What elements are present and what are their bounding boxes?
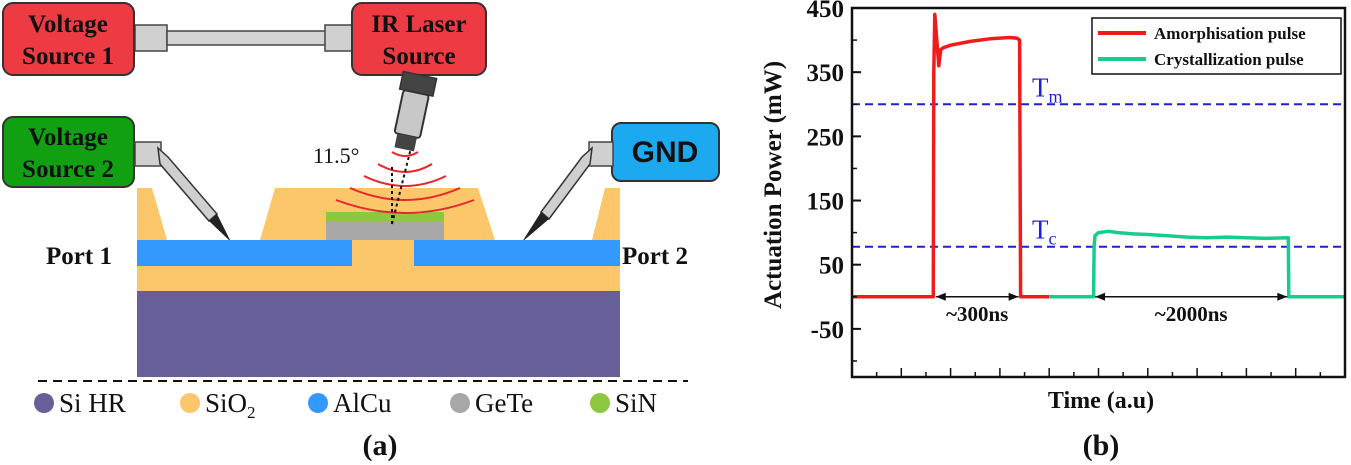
port1-label: Port 1 [46,243,112,270]
si-substrate [137,290,620,377]
sio2-gap [352,240,414,266]
port2-label: Port 2 [622,243,688,270]
legend-swatch-sio2 [180,393,200,413]
angled-dashed [391,147,412,225]
y-axis-label: Actuation Power (mW) [760,61,787,309]
amorph-duration-arrowhead-right [1008,292,1019,301]
voltage-source-1-box: Voltage Source 1 [2,2,135,76]
y-tick-label: 150 [807,189,845,216]
series-line-amorphisation [852,12,1050,299]
cryst-duration-label: ~2000ns [1155,302,1228,326]
ir-laser-line1: IR Laser [371,11,466,38]
legend-label-alcu: AlCu [333,388,392,418]
x-axis-label: Time (a.u) [1048,388,1154,414]
laser-wave-arcs [335,151,475,214]
amorph-duration-arrowhead-left [935,292,946,301]
alcu-port1 [137,240,352,266]
legend-box [1091,17,1342,75]
legend-label-sin: SiN [615,388,657,418]
legend-swatch-si-hr [34,393,54,413]
cable-voltage1-laser [134,24,354,52]
cryst-duration-arrowhead-left [1095,292,1106,301]
probe-right [522,141,614,242]
angle-label: 11.5° [313,143,359,168]
ir-laser-source-box: IR Laser Source [351,2,487,76]
alcu-port2 [414,240,620,266]
ir-laser-line2: Source [382,43,455,70]
material-legend: Si HR SiO2 AlCu GeTe SiN [34,388,657,422]
y-tick-label: 450 [807,0,845,23]
panel-a: Voltage Source 1 IR Laser Source Voltage… [2,2,720,462]
y-tick-label: -50 [811,317,844,344]
device-stack [137,188,620,377]
panel-b: Actuation Power (mW) Time (a.u) -50 50 150… [760,0,1347,462]
voltage-source-1-line1: Voltage [28,11,108,38]
amorph-duration-label: ~300ns [946,302,1008,326]
legend-entry-0: Amorphisation pulse [1154,24,1306,43]
sio2-right-bump [592,188,620,240]
sin-cap [326,212,444,221]
sio2-left-bump [137,188,167,240]
probe-left [134,141,231,242]
gnd-label: GND [632,136,699,169]
gnd-box: GND [611,122,720,182]
legend-entry-1: Crystallization pulse [1154,50,1304,69]
y-tick-label: 50 [819,253,844,280]
legend-label-si-hr: Si HR [59,388,126,418]
legend-swatch-gete [450,393,470,413]
tm-label: Tm [1032,72,1063,106]
voltage-source-2-line2: Source 2 [22,156,114,183]
legend-swatch-alcu [308,393,328,413]
y-tick-label: 250 [807,124,845,151]
tc-label: Tc [1032,215,1057,249]
laser-head-icon [393,70,438,152]
legend-swatch-sin [590,393,610,413]
voltage-source-1-line2: Source 1 [22,43,114,70]
y-tick-label: 350 [807,60,845,87]
series-line-crystallization [1049,229,1345,299]
panel-b-label: (b) [1083,429,1120,462]
voltage-source-2-box: Voltage Source 2 [2,116,135,188]
legend-label-gete: GeTe [475,388,533,418]
cryst-duration-arrowhead-right [1277,292,1288,301]
sio2-layer [137,265,620,291]
gete-cell [326,220,444,240]
panel-a-label: (a) [363,429,398,462]
voltage-source-2-line1: Voltage [28,124,108,151]
legend-label-sio2: SiO2 [205,388,256,422]
